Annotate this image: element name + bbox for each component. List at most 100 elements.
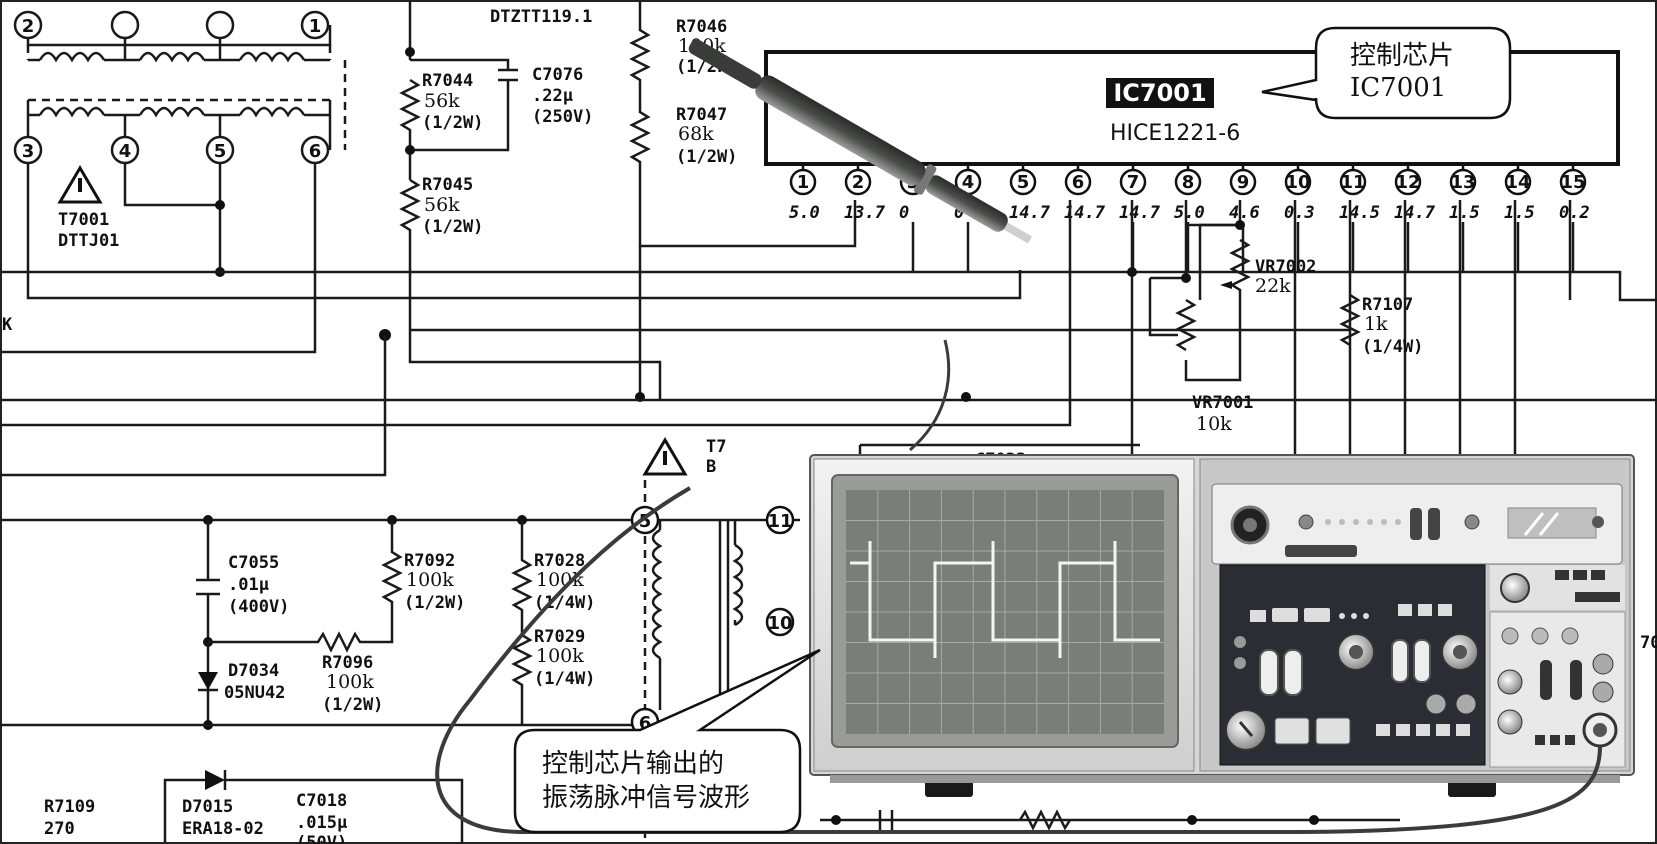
r7045-watt: (1/2W): [422, 217, 483, 237]
ic-pin-6: 6: [1072, 172, 1085, 193]
r7029-ref: R7029: [534, 627, 585, 647]
ic-part: HICE1221-6: [1110, 121, 1240, 146]
ic-pin-voltage: 0.3: [1284, 203, 1315, 223]
ic-pin-voltage: 0.2: [1559, 203, 1590, 223]
ic-pin-2: 2: [852, 172, 865, 193]
ic-pin-voltage: 5.0: [1174, 203, 1205, 223]
r7047-value: 68k: [678, 123, 714, 145]
adjust-network: VR7002 22k R7107 1k (1/4W) VR7001 10k: [1130, 200, 1572, 460]
ic-pin-9: 9: [1237, 172, 1250, 193]
top-coils: [28, 51, 330, 63]
t7001-ref: T7001: [58, 210, 109, 230]
ic-pin-8: 8: [1182, 172, 1195, 193]
right-edge-label: 70: [1640, 633, 1657, 653]
t7-pin-10: 10: [767, 613, 792, 634]
ic-pin-circle: [844, 168, 872, 196]
r7029-value: 100k: [536, 645, 584, 667]
r7028-watt: (1/4W): [534, 593, 595, 613]
ic-pin-voltage: 1.5: [1504, 203, 1535, 223]
ic-pin-5: 5: [1017, 172, 1030, 193]
lower-left-circuit: C7055 .01μ (400V) R7092 100k (1/2W) R702…: [0, 515, 660, 844]
t7001-pin-3: 3: [22, 141, 35, 162]
t7001-pin-2: 2: [22, 16, 35, 37]
r7109-value: 270: [44, 819, 75, 839]
ic-pin-circle: [1449, 168, 1477, 196]
t7001-pin-5: 5: [214, 141, 227, 162]
c7055-ref: C7055: [228, 553, 279, 573]
b-ref: B: [706, 457, 716, 477]
c7076-ref: C7076: [532, 65, 583, 85]
r7107-watt: (1/4W): [1362, 337, 1423, 357]
intensity-knob[interactable]: [1500, 573, 1530, 603]
t7001-pin-6: 6: [309, 141, 322, 162]
ic-ref: IC7001: [1113, 79, 1206, 107]
c7076-volt: (250V): [532, 107, 593, 127]
ic-pin-11: 11: [1340, 172, 1365, 193]
c7055-value: .01μ: [228, 575, 269, 595]
c7018-ref: C7018: [296, 791, 347, 811]
r7044-watt: (1/2W): [422, 113, 483, 133]
t7001-pin-1: 1: [309, 16, 322, 37]
ic-pin-voltage: 14.7: [1394, 203, 1436, 223]
r7028-ref: R7028: [534, 551, 585, 571]
bottom-coils: [26, 60, 347, 150]
r7109-ref: R7109: [44, 797, 95, 817]
ic-callout-line2: IC7001: [1350, 73, 1446, 103]
r7096-ref: R7096: [322, 653, 373, 673]
t7001-part: DTTJ01: [58, 231, 119, 251]
r7092-watt: (1/2W): [404, 593, 465, 613]
r7096-value: 100k: [326, 671, 374, 693]
waveform-callout-line1: 控制芯片输出的: [542, 749, 724, 779]
r7092-value: 100k: [406, 569, 454, 591]
ic-pin-circle: [1229, 168, 1257, 196]
r7046-ref: R7046: [676, 17, 727, 37]
ic-pin-15: 15: [1560, 172, 1585, 193]
resistor-network-left: R7044 56k (1/2W) C7076 .22μ (250V) R7045…: [0, 0, 1350, 477]
transformer-t7: 5 11 10 6: [630, 437, 795, 844]
r7029-watt: (1/4W): [534, 669, 595, 689]
t7001-pin-4: 4: [119, 141, 132, 162]
ic-pin-circle: [1009, 168, 1037, 196]
ic-callout-line1: 控制芯片: [1350, 41, 1454, 71]
ic-pin-14: 14: [1505, 172, 1530, 193]
r7028-value: 100k: [536, 569, 584, 591]
ic-pin-circle: [1119, 168, 1147, 196]
d7015-part: ERA18-02: [182, 819, 264, 839]
t7-pin-11: 11: [767, 511, 792, 532]
ic-pin-voltage: 4.6: [1229, 203, 1260, 223]
ic-pin-voltage: 14.5: [1339, 203, 1380, 223]
t7-ref: T7: [706, 437, 726, 457]
r7107-ref: R7107: [1362, 295, 1413, 315]
ch1-slider[interactable]: [1259, 649, 1279, 696]
ic-pin-voltage: 14.7: [1009, 203, 1051, 223]
r7092-ref: R7092: [404, 551, 455, 571]
ic-pin-voltage: 5.0: [789, 203, 820, 223]
ic-pin-12: 12: [1395, 172, 1420, 193]
ic-pin-circle: [1394, 168, 1422, 196]
warning-icon: [57, 165, 103, 204]
c7018-value: .015μ: [296, 813, 347, 833]
ic-pin-4: 4: [962, 172, 975, 193]
r7045-ref: R7045: [422, 175, 473, 195]
r7047-ref: R7047: [676, 105, 727, 125]
r7047-watt: (1/2W): [676, 147, 737, 167]
ic-pin-circle: [1559, 168, 1587, 196]
probe: [435, 39, 1602, 834]
d7015-ref: D7015: [182, 797, 233, 817]
ic-pin-circle: [789, 168, 817, 196]
c7018-volt: (50V): [296, 833, 347, 844]
ic-pin-circle: [1504, 168, 1532, 196]
ic-pin-voltage: 0: [954, 203, 964, 223]
d7034-part: 05NU42: [224, 683, 285, 703]
clipped-part-label: DTZTT119.1: [490, 7, 592, 27]
ic-pin-voltage: 13.7: [844, 203, 886, 223]
ic-pin-voltage: 1.5: [1449, 203, 1480, 223]
ic-pin-circle: [1339, 168, 1367, 196]
vr7001-value: 10k: [1196, 413, 1232, 435]
r7107-value: 1k: [1364, 313, 1388, 335]
ic-pin-voltage: 14.7: [1064, 203, 1106, 223]
vr7001-ref: VR7001: [1192, 393, 1253, 413]
ic-pin-13: 13: [1450, 172, 1475, 193]
r7096-watt: (1/2W): [322, 695, 383, 715]
scope-waveform: [850, 541, 1160, 658]
